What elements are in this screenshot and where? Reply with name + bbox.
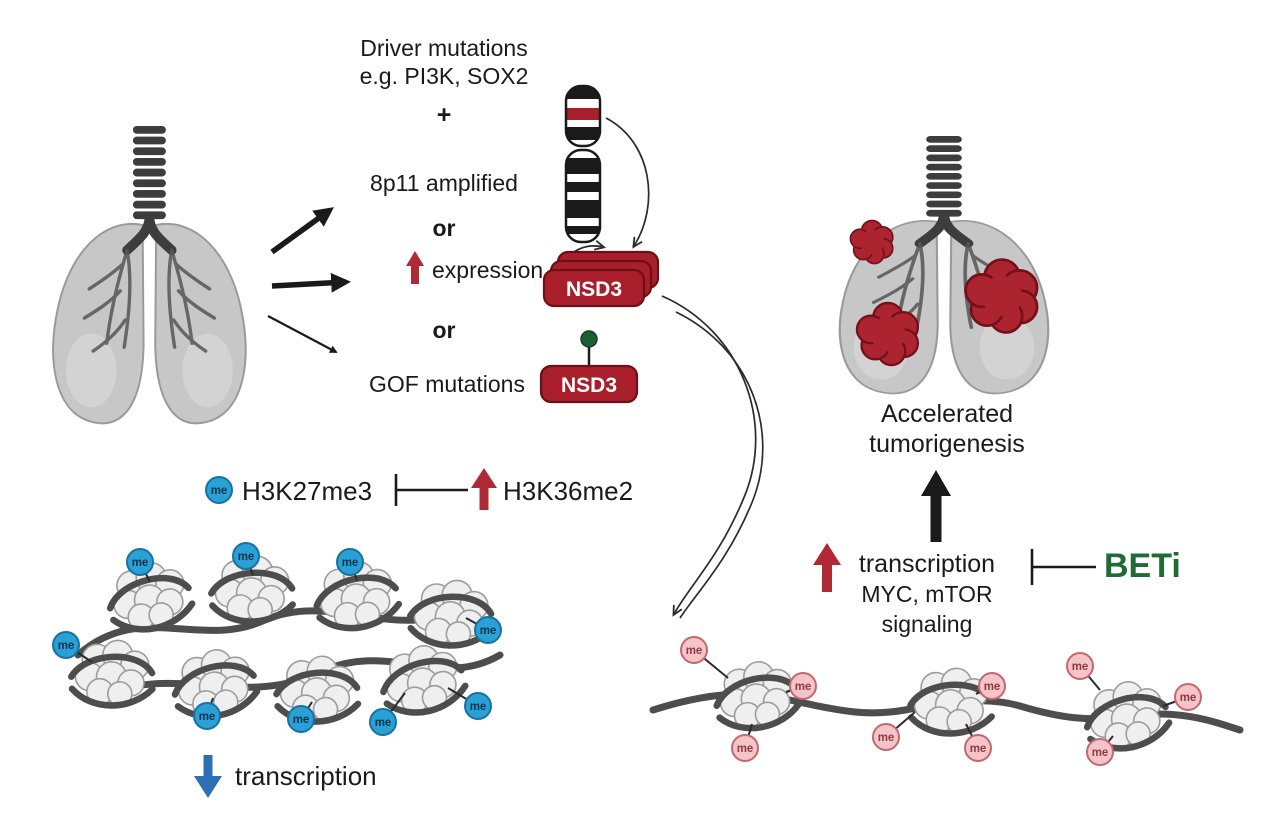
tumor-small — [849, 219, 894, 265]
nsd3-gof-protein: NSD3 — [539, 330, 639, 404]
plus-sign: + — [436, 101, 452, 129]
svg-text:me: me — [795, 681, 812, 693]
arrow-driver — [270, 207, 335, 255]
transcription-up-arrow-icon — [813, 543, 841, 592]
driver-mutations-line2: e.g. PI3K, SOX2 — [359, 63, 529, 89]
gof-mutation-lollipop-icon — [580, 330, 598, 348]
svg-text:me: me — [293, 714, 310, 726]
chromosome-icon — [564, 84, 602, 244]
condensed-chromatin: me me me me me me me me me — [52, 542, 504, 736]
or-separator-1: or — [432, 215, 456, 241]
svg-text:me: me — [1180, 692, 1197, 704]
arrow-gof — [267, 315, 338, 353]
h3k36-methyl-marks: me me me me me me me me me — [680, 636, 1202, 766]
svg-text:me: me — [199, 711, 216, 723]
h3k27-inhibition-bar — [394, 474, 468, 506]
transcription-up-label: transcription — [858, 550, 996, 578]
signaling-label: signaling — [881, 611, 973, 637]
svg-text:me: me — [1072, 661, 1089, 673]
transcription-down-label: transcription — [235, 761, 377, 791]
arrow-expression — [271, 272, 351, 293]
amplified-label: 8p11 amplified — [370, 170, 518, 196]
arrow-nsd3-to-chromatin — [661, 295, 764, 619]
svg-text:me: me — [211, 485, 228, 497]
svg-text:me: me — [58, 640, 75, 652]
svg-text:me: me — [984, 681, 1001, 693]
svg-text:me: me — [470, 701, 487, 713]
expression-up-arrow-icon — [406, 251, 424, 284]
accelerated-line2: tumorigenesis — [869, 430, 1025, 458]
svg-text:me: me — [238, 551, 255, 563]
transcription-signaling-label: transcription MYC, mTOR signaling — [859, 549, 995, 639]
me-legend-blue: me — [205, 476, 233, 504]
svg-text:me: me — [342, 557, 359, 569]
transcription-down-arrow-icon — [194, 755, 222, 798]
h3k36-up-arrow-icon — [471, 468, 497, 510]
gof-mutations-label: GOF mutations — [369, 371, 525, 397]
svg-text:me: me — [1092, 747, 1109, 759]
svg-text:me: me — [737, 743, 754, 755]
h3k36me2-label: H3K36me2 — [503, 476, 634, 506]
svg-text:me: me — [132, 557, 149, 569]
expression-label: expression — [432, 257, 544, 283]
myc-mtor-label: MYC, mTOR — [861, 581, 993, 607]
svg-text:me: me — [375, 717, 392, 729]
beti-inhibition-bar — [1030, 549, 1096, 585]
driver-mutations-label: Driver mutations e.g. PI3K, SOX2 — [360, 34, 529, 90]
beti-label: BETi — [1104, 547, 1181, 585]
open-chromatin: me me me me me me me me me — [649, 636, 1244, 766]
h3k27me3-label: H3K27me3 — [242, 476, 373, 506]
arrow-chromosome-to-nsd3 — [605, 117, 650, 249]
svg-text:me: me — [970, 743, 987, 755]
healthy-lungs-illustration — [53, 126, 245, 423]
lungs-to-alterations-arrows — [267, 207, 351, 353]
svg-text:me: me — [480, 625, 497, 637]
driver-mutations-line1: Driver mutations — [360, 35, 528, 61]
accelerated-tumorigenesis-label: Accelerated tumorigenesis — [869, 399, 1025, 459]
h3k27-methyl-marks: me me me me me me me me me — [52, 542, 502, 736]
nsd3-stack-label: NSD3 — [566, 278, 622, 301]
tumorigenesis-up-arrow-icon — [921, 470, 951, 542]
nsd3-protein-stack: NSD3 — [542, 250, 660, 308]
nsd3-gof-label: NSD3 — [561, 374, 617, 397]
accelerated-line1: Accelerated — [880, 400, 1014, 428]
svg-text:me: me — [878, 732, 895, 744]
or-separator-2: or — [432, 317, 456, 343]
svg-text:me: me — [686, 645, 703, 657]
